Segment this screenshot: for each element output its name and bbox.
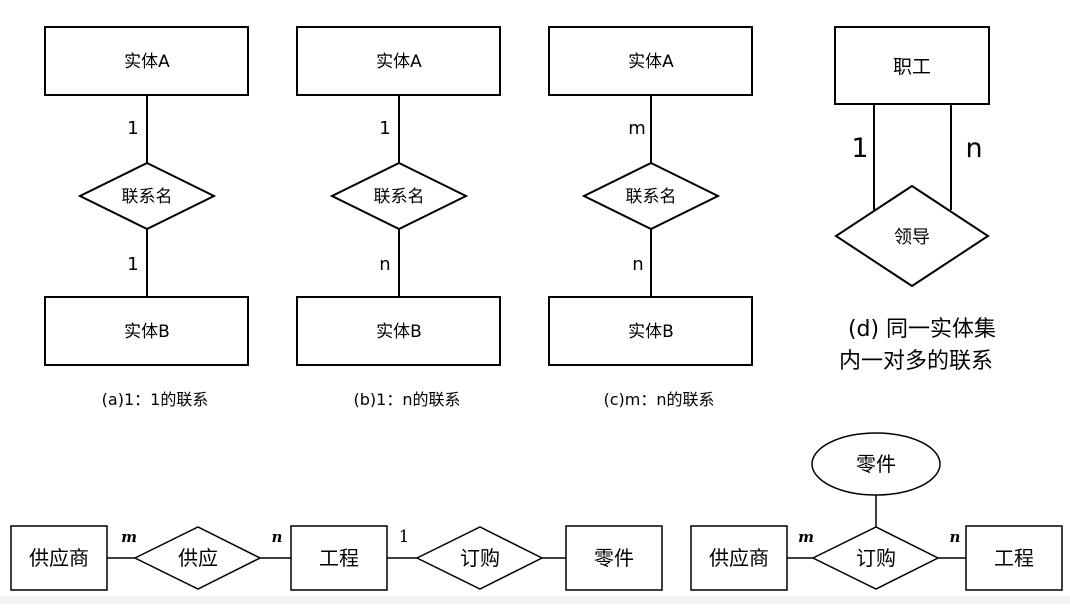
entity-supplier-label-left: 供应商 bbox=[29, 546, 89, 570]
entity-supplier-box-left bbox=[10, 525, 108, 591]
relationship-order-diamond-right bbox=[811, 526, 940, 590]
cardinality-br-n: n bbox=[950, 528, 961, 546]
cardinality-d-left: 1 bbox=[851, 133, 868, 164]
entity-employee-label: 职工 bbox=[893, 56, 931, 78]
cardinality-a-bottom: 1 bbox=[127, 254, 138, 275]
entity-supplier-label-right: 供应商 bbox=[709, 546, 769, 570]
entity-project-box-left bbox=[290, 525, 388, 591]
diagram-d: 职工 1 n 领导 (d) 同一实体集 内一对多的联系 bbox=[834, 26, 996, 374]
entity-a-top-box bbox=[44, 26, 249, 96]
entity-b-top-label: 实体A bbox=[376, 52, 422, 72]
entity-part-box bbox=[565, 525, 663, 591]
entity-project-label-left: 工程 bbox=[319, 546, 359, 570]
entity-supplier-box-right bbox=[690, 525, 788, 591]
cardinality-c-top: m bbox=[628, 118, 646, 139]
relationship-order-label-right: 订购 bbox=[856, 546, 896, 570]
relationship-a-diamond bbox=[77, 161, 217, 231]
caption-b: (b)1：n的联系 bbox=[354, 390, 461, 409]
relationship-lead-label: 领导 bbox=[894, 227, 930, 248]
entity-c-top-box bbox=[548, 26, 753, 96]
cardinality-b-bottom: n bbox=[379, 254, 390, 275]
diagram-a: 实体A 1 联系名 1 实体B (a)1：1的联系 bbox=[44, 26, 249, 409]
diagram-b: 实体A 1 联系名 n 实体B (b)1：n的联系 bbox=[296, 26, 501, 409]
bottom-left-diagram: 供应商 m 供应 n 工程 1 订购 零件 bbox=[10, 525, 663, 591]
entity-a-bottom-label: 实体B bbox=[124, 322, 170, 342]
cardinality-d-right: n bbox=[965, 133, 982, 164]
entity-b-bottom-label: 实体B bbox=[376, 322, 422, 342]
diagram-c: 实体A m 联系名 n 实体B (c)m：n的联系 bbox=[548, 26, 753, 409]
caption-a: (a)1：1的联系 bbox=[102, 390, 209, 409]
cardinality-bl-1: 1 bbox=[399, 527, 410, 547]
cardinality-a-top: 1 bbox=[127, 118, 138, 139]
cardinality-bl-n: n bbox=[272, 528, 283, 546]
entity-b-top-box bbox=[296, 26, 501, 96]
entity-c-top-label: 实体A bbox=[628, 52, 674, 72]
cardinality-b-top: 1 bbox=[379, 118, 390, 139]
entity-a-top-label: 实体A bbox=[124, 52, 170, 72]
caption-d-line2: 内一对多的联系 bbox=[839, 349, 993, 374]
entity-project-box-right bbox=[965, 525, 1063, 591]
relationship-a-label: 联系名 bbox=[122, 187, 173, 207]
relationship-supply-label: 供应 bbox=[178, 546, 218, 570]
entity-part-label: 零件 bbox=[594, 546, 634, 570]
relationship-lead-diamond bbox=[834, 184, 990, 288]
cardinality-bl-m: m bbox=[121, 528, 137, 546]
relationship-c-diamond bbox=[581, 161, 721, 231]
relationship-order-label-left: 订购 bbox=[460, 546, 500, 570]
attribute-part-label: 零件 bbox=[856, 452, 896, 476]
relationship-supply-diamond bbox=[133, 526, 262, 590]
entity-employee-box bbox=[834, 26, 990, 105]
entity-b-bottom-box bbox=[296, 296, 501, 366]
entity-c-bottom-label: 实体B bbox=[628, 322, 674, 342]
bottom-right-diagram: 零件 供应商 m 订购 n 工程 bbox=[690, 432, 1063, 591]
caption-d-line1: (d) 同一实体集 bbox=[848, 317, 996, 342]
bottom-band bbox=[0, 596, 1070, 604]
caption-c: (c)m：n的联系 bbox=[603, 390, 714, 409]
relationship-b-label: 联系名 bbox=[374, 187, 425, 207]
attribute-part-ellipse bbox=[811, 432, 941, 496]
relationship-b-diamond bbox=[329, 161, 469, 231]
relationship-c-label: 联系名 bbox=[626, 187, 677, 207]
entity-project-label-right: 工程 bbox=[994, 546, 1034, 570]
entity-c-bottom-box bbox=[548, 296, 753, 366]
relationship-order-diamond-left bbox=[415, 526, 544, 590]
entity-a-bottom-box bbox=[44, 296, 249, 366]
cardinality-c-bottom: n bbox=[632, 254, 643, 275]
cardinality-br-m: m bbox=[798, 528, 814, 546]
